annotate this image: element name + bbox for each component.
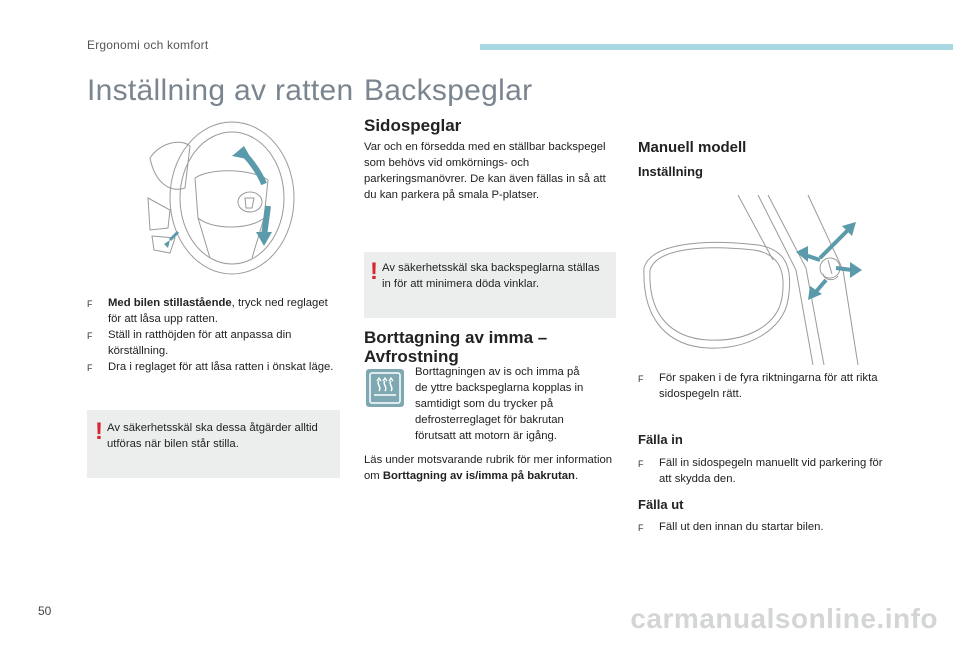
mirror-control-illustration [643, 194, 862, 365]
list-item: F Fäll in sidospegeln manuellt vid parke… [638, 455, 888, 487]
fold-in-heading: Fälla in [638, 432, 683, 447]
steering-title: Inställning av ratten [87, 74, 354, 107]
steering-warning-box: ! Av säkerhetsskäl ska dessa åtgärder al… [87, 410, 340, 478]
list-item: F Med bilen stillastående, tryck ned reg… [87, 295, 337, 327]
defrost-heading: Borttagning av imma – Avfrostning [364, 328, 547, 366]
bullet-marker: F [87, 299, 93, 309]
defrost-more-info: Läs under motsvarande rubrik för mer inf… [364, 452, 614, 484]
warning-icon: ! [370, 258, 378, 285]
list-item: F Ställ in ratthöjden för att anpassa di… [87, 327, 337, 359]
more-info-link-text: Borttagning av is/imma på bakrutan [382, 470, 575, 482]
adjust-heading: Inställning [638, 164, 703, 179]
page-number: 50 [38, 604, 52, 618]
bullet-marker: F [638, 459, 644, 469]
bullet-marker: F [638, 374, 644, 384]
bullet-marker: F [87, 363, 93, 373]
bullet-marker: F [638, 523, 644, 533]
mirrors-title: Backspeglar [364, 74, 533, 107]
more-info-prefix: Läs under motsvarande rubrik för mer inf… [364, 454, 613, 482]
warning-icon: ! [95, 418, 103, 445]
rear-defrost-icon [366, 369, 404, 407]
mirror-warning-box: ! Av säkerhetsskäl ska backspeglarna stä… [364, 252, 616, 318]
more-info-suffix: . [574, 470, 579, 482]
bullet-text: För spaken i de fyra riktningarna för at… [659, 372, 878, 400]
bullet-text: Fäll in sidospegeln manuellt vid parkeri… [659, 457, 883, 485]
list-item: F Fäll ut den innan du startar bilen. [638, 519, 888, 535]
bullet-text: , tryck ned reglaget för att låsa upp ra… [108, 297, 328, 325]
steering-wheel-illustration [147, 121, 295, 275]
defrost-text: Borttagningen av is och imma på de yttre… [415, 366, 584, 442]
side-mirrors-intro: Var och en försedda med en ställbar back… [364, 141, 606, 201]
defrost-heading-line-2: Avfrostning [364, 347, 459, 366]
bullet-bold-text: Med bilen stillastående [108, 297, 232, 309]
section-header: Ergonomi och komfort [87, 38, 209, 52]
warning-text: Av säkerhetsskäl ska backspeglarna ställ… [382, 262, 600, 290]
bullet-text: Fäll ut den innan du startar bilen. [659, 521, 824, 533]
fold-out-heading: Fälla ut [638, 497, 684, 512]
side-mirrors-heading: Sidospeglar [364, 116, 462, 135]
list-item: F För spaken i de fyra riktningarna för … [638, 370, 878, 402]
bullet-marker: F [87, 331, 93, 341]
watermark: carmanualsonline.info [630, 603, 938, 634]
defrost-heading-line-1: Borttagning av imma – [364, 328, 548, 347]
header-accent-bar [480, 44, 953, 50]
list-item: F Dra i reglaget för att låsa ratten i ö… [87, 359, 337, 375]
bullet-text: Dra i reglaget för att låsa ratten i öns… [108, 361, 334, 373]
bullet-text: Ställ in ratthöjden för att anpassa din … [108, 329, 292, 357]
manual-model-heading: Manuell modell [638, 139, 747, 156]
warning-text: Av säkerhetsskäl ska dessa åtgärder allt… [107, 422, 318, 450]
